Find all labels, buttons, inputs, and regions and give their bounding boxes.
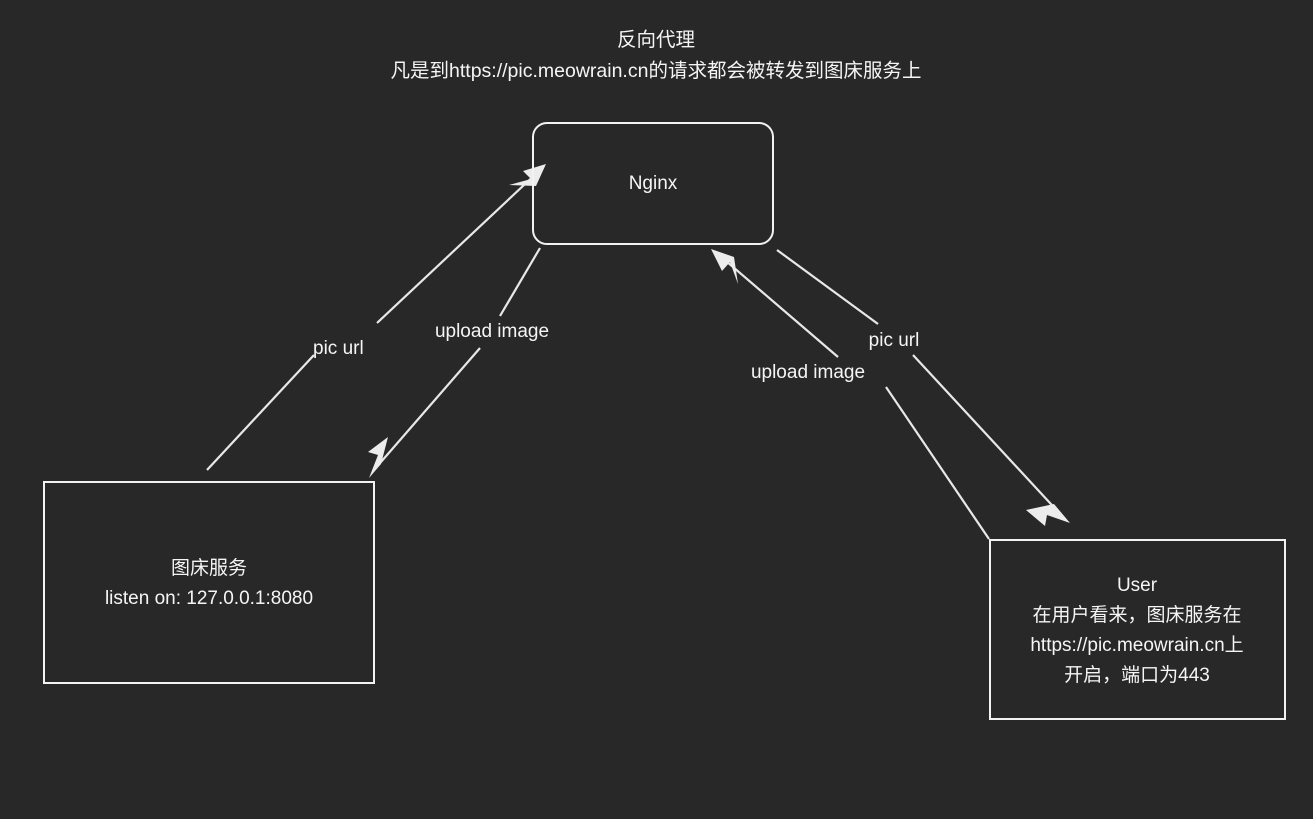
edge-nginx-to-service-line-lower — [373, 347, 481, 471]
node-user-line-2: 在用户看来，图床服务在 — [1032, 604, 1241, 626]
edge-service-to-nginx-arrowhead — [509, 164, 546, 186]
edge-user-to-nginx-line-upper — [718, 254, 839, 358]
edge-nginx-to-user-line-lower — [912, 354, 1063, 517]
edge-nginx-to-service-line-upper — [499, 247, 541, 317]
edge-user-to-nginx-arrowhead — [711, 249, 738, 284]
node-user-box[interactable] — [989, 539, 1286, 720]
edge-label-upload-image-right: upload image — [751, 362, 865, 383]
node-user-line-3: https://pic.meowrain.cn上 — [1030, 634, 1243, 656]
edge-label-upload-image-left: upload image — [435, 321, 549, 342]
edge-service-to-nginx: pic url — [206, 164, 546, 471]
title-line-1: 反向代理 — [617, 29, 695, 51]
node-user-line-4: 开启，端口为443 — [1064, 664, 1210, 686]
diagram-title: 反向代理 凡是到https://pic.meowrain.cn的请求都会被转发到… — [391, 29, 922, 82]
edge-service-to-nginx-line-upper — [376, 169, 541, 324]
edge-nginx-to-service-arrowhead — [368, 437, 388, 478]
node-user[interactable]: User 在用户看来，图床服务在 https://pic.meowrain.cn… — [989, 539, 1286, 720]
edge-user-to-nginx: upload image — [711, 249, 990, 540]
edge-user-to-nginx-line-lower — [885, 386, 990, 540]
edge-label-pic-url-left: pic url — [313, 338, 364, 359]
node-image-service-box[interactable] — [43, 481, 375, 684]
node-nginx-box[interactable] — [532, 122, 774, 245]
title-line-2: 凡是到https://pic.meowrain.cn的请求都会被转发到图床服务上 — [391, 60, 922, 82]
edge-service-to-nginx-line-lower — [206, 354, 315, 471]
node-image-service-line-1: 图床服务 — [171, 557, 247, 579]
node-nginx-label: Nginx — [629, 173, 678, 194]
node-image-service[interactable]: 图床服务 listen on: 127.0.0.1:8080 — [43, 481, 375, 684]
node-image-service-line-2: listen on: 127.0.0.1:8080 — [105, 588, 313, 609]
edge-nginx-to-user: pic url — [776, 249, 1070, 526]
edge-nginx-to-user-arrowhead — [1026, 504, 1070, 526]
edge-label-pic-url-right: pic url — [869, 330, 920, 351]
edge-nginx-to-user-line-upper — [776, 249, 879, 325]
edge-nginx-to-service: upload image — [368, 247, 549, 478]
node-nginx[interactable]: Nginx — [532, 122, 774, 245]
node-user-line-1: User — [1117, 575, 1158, 596]
